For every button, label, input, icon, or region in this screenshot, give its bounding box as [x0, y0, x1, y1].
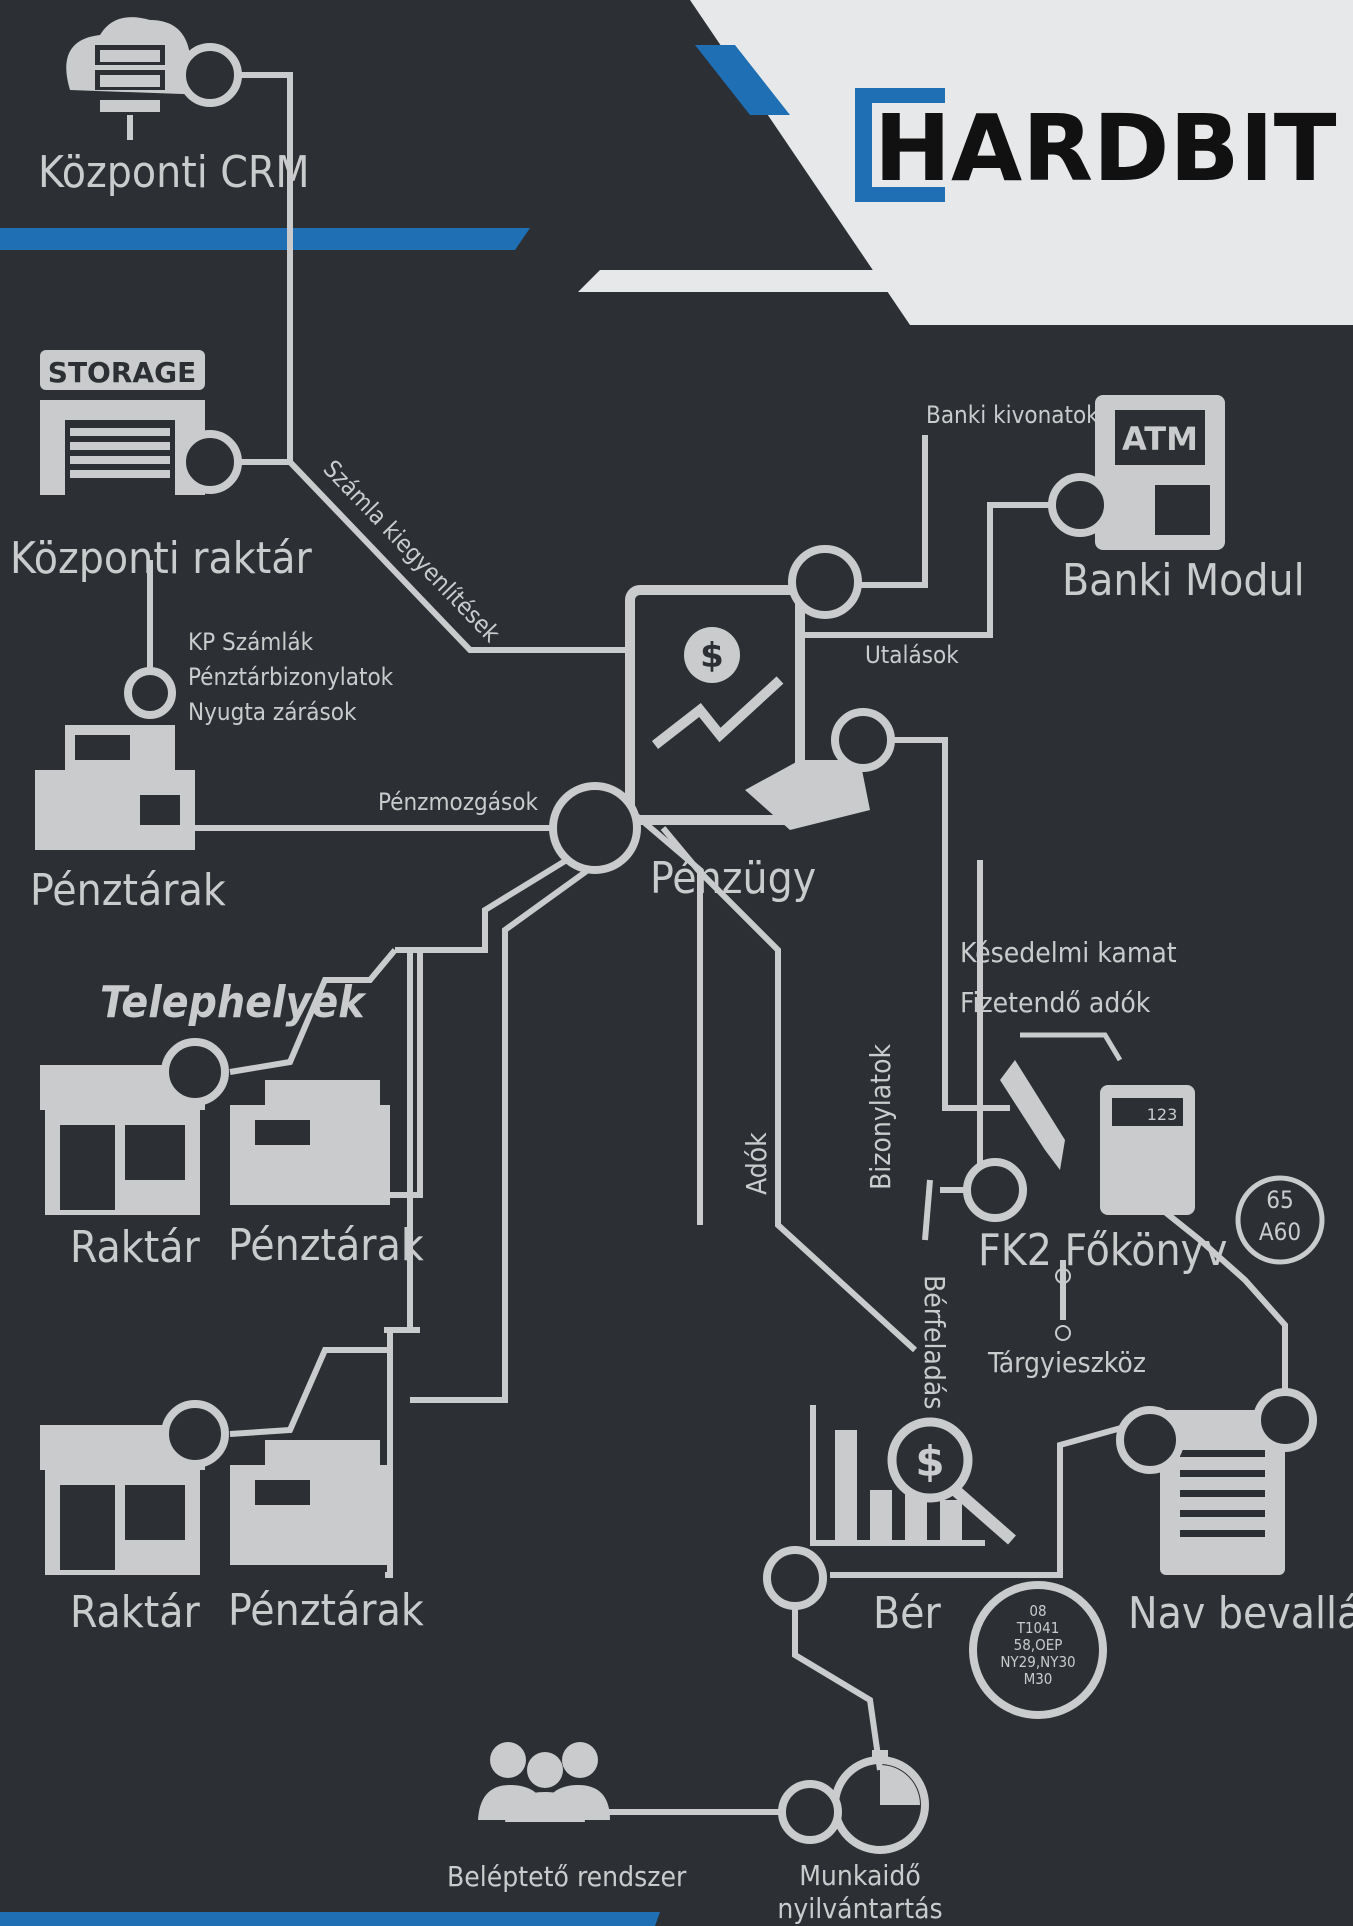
edge-kp-3: Nyugta zárások	[188, 698, 357, 726]
header-accent-stripe	[695, 45, 790, 115]
nav-code: T1041	[1016, 1619, 1060, 1637]
top-blue-stripe	[0, 228, 530, 250]
label-penzugy: Pénzügy	[650, 853, 816, 904]
atm-sign: ATM	[1122, 420, 1198, 458]
label-munkaido-2: nyilvántartás	[777, 1892, 942, 1925]
label-raktar-2: Raktár	[70, 1587, 200, 1638]
svg-text:$: $	[915, 1437, 944, 1486]
label-kozponti-raktar: Központi raktár	[10, 533, 312, 584]
label-penztarak-top: Pénztárak	[30, 865, 226, 916]
calculator-display: 123	[1147, 1105, 1178, 1124]
cloud-server-icon	[66, 17, 211, 140]
edge-berfeladas: Bérfeladás	[918, 1275, 951, 1410]
label-nav: Nav bevallás	[1128, 1588, 1353, 1639]
label-banki-modul: Banki Modul	[1062, 555, 1305, 606]
nav-codes-badge: 08 T1041 58,OEP NY29,NY30 M30	[969, 1581, 1107, 1719]
fk2-badge: 65 A60	[1235, 1175, 1325, 1265]
edge-adok: Adók	[740, 1132, 773, 1195]
edge-fizetendo: Fizetendő adók	[960, 986, 1151, 1019]
shop-icon	[40, 1065, 205, 1215]
badge-65: 65	[1266, 1186, 1293, 1214]
shop-icon-2	[40, 1425, 205, 1575]
hardbit-logo: HARDBIT	[855, 88, 1337, 202]
node-labels: Központi CRM Központi raktár Pénztárak B…	[10, 147, 1353, 1925]
header-white-stripe	[578, 270, 895, 292]
stopwatch-icon	[831, 1750, 929, 1854]
bottom-blue-stripe	[0, 1912, 660, 1926]
label-ber: Bér	[873, 1588, 942, 1639]
document-icon	[1160, 1410, 1285, 1575]
storage-sign: STORAGE	[48, 356, 196, 389]
cash-register-icon-3	[230, 1440, 390, 1565]
edge-utalasok: Utalások	[865, 641, 959, 669]
salary-chart-icon: $	[810, 1405, 1016, 1546]
label-penztarak-2: Pénztárak	[228, 1585, 424, 1636]
connection-nodes	[124, 43, 1317, 1844]
calculator-icon: 123	[1000, 1032, 1195, 1215]
nav-code: 58,OEP	[1014, 1636, 1063, 1654]
edge-kp-1: KP Számlák	[188, 628, 314, 656]
people-icon	[478, 1742, 610, 1822]
edge-kesedelmi: Késedelmi kamat	[960, 936, 1177, 969]
edge-kp-2: Pénztárbizonylatok	[188, 663, 394, 691]
label-munkaido-1: Munkaidő	[799, 1859, 921, 1892]
edge-szamla: Számla kiegyenlítések	[318, 455, 506, 648]
tablet-finance-icon: $	[625, 585, 870, 830]
label-targyieszkoz: Tárgyieszköz	[987, 1346, 1146, 1379]
logo-text: HARDBIT	[874, 95, 1337, 202]
edge-bizonylatok: Bizonylatok	[864, 1044, 897, 1190]
header-panel	[690, 0, 1353, 325]
storage-icon: STORAGE	[40, 350, 205, 495]
cash-register-icon	[35, 725, 195, 850]
label-telephelyek: Telephelyek	[100, 977, 367, 1028]
label-beleptetos: Beléptető rendszer	[447, 1860, 687, 1893]
badge-a60: A60	[1259, 1218, 1301, 1246]
cash-register-icon-2	[230, 1080, 390, 1205]
connections	[147, 72, 1288, 1815]
nav-code: M30	[1024, 1670, 1053, 1688]
svg-text:$: $	[700, 636, 724, 676]
edge-penzmozgasok: Pénzmozgások	[378, 788, 538, 816]
label-kozponti-crm: Központi CRM	[38, 147, 310, 198]
nav-code: NY29,NY30	[1000, 1653, 1075, 1671]
label-penztarak-1: Pénztárak	[228, 1220, 424, 1271]
atm-icon: ATM	[1095, 395, 1225, 550]
nav-code: 08	[1029, 1602, 1046, 1620]
label-raktar-1: Raktár	[70, 1222, 200, 1273]
label-fk2: FK2 Főkönyv	[978, 1225, 1227, 1276]
edge-banki-kivonatok: Banki kivonatok	[926, 401, 1099, 429]
